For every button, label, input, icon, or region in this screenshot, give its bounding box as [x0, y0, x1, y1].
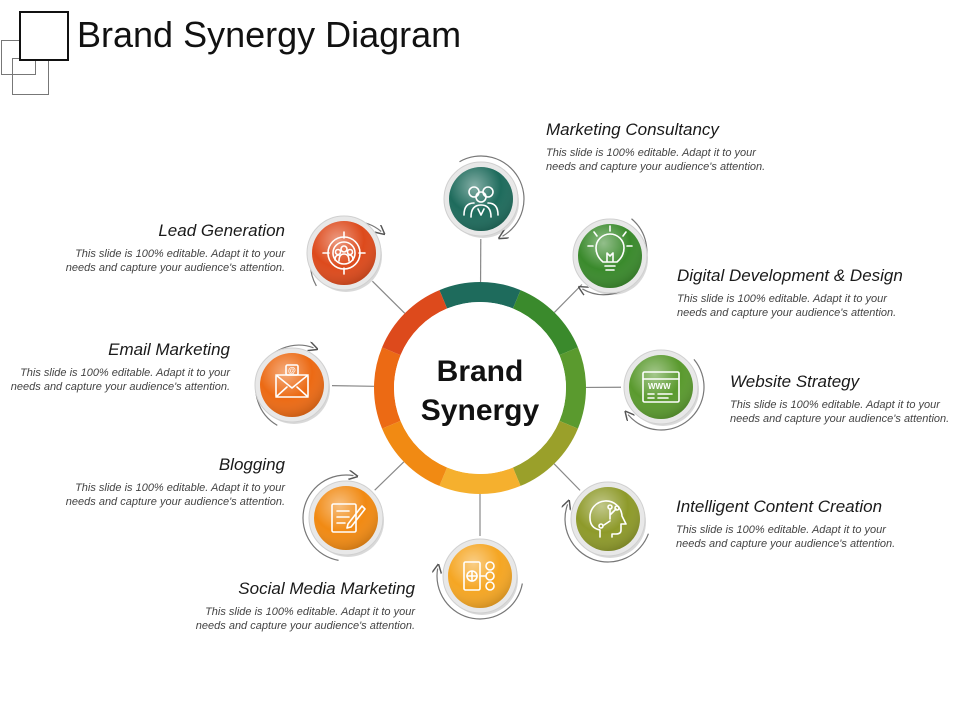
item-description: This slide is 100% editable. Adapt it to…: [65, 482, 285, 508]
cycle-arrow: [437, 569, 523, 620]
label-marketing-consultancy: Marketing Consultancy This slide is 100%…: [546, 120, 766, 174]
item-description: This slide is 100% editable. Adapt it to…: [65, 248, 285, 274]
item-title: Website Strategy: [730, 372, 860, 391]
cycle-arrow: [459, 155, 525, 236]
label-blogging: Blogging This slide is 100% editable. Ad…: [65, 455, 285, 509]
label-digital-development: Digital Development & Design This slide …: [677, 266, 903, 320]
svg-text:@: @: [288, 366, 296, 375]
node-gloss: [260, 353, 324, 417]
item-nodes: WWW @: [254, 155, 705, 620]
team-icon: [463, 186, 499, 218]
ring-segment: [374, 347, 401, 429]
hub-line-1: Brand: [436, 355, 524, 388]
node-gloss: [449, 167, 513, 231]
ring-segment: [382, 420, 448, 486]
ring-segment: [439, 282, 521, 309]
connector-digital-development: [553, 284, 583, 313]
node-digital-development: [572, 218, 648, 295]
node-gloss: [629, 355, 693, 419]
node-gloss: [576, 487, 640, 551]
node-marketing-consultancy: [443, 155, 525, 238]
item-description: This slide is 100% editable. Adapt it to…: [10, 367, 230, 393]
item-title: Digital Development & Design: [677, 266, 903, 285]
lightbulb-icon: [587, 225, 633, 271]
item-description: This slide is 100% editable. Adapt it to…: [546, 147, 766, 173]
item-title: Email Marketing: [108, 340, 230, 359]
target-users-icon: [322, 231, 366, 275]
item-title: Intelligent Content Creation: [676, 497, 883, 516]
label-social-media: Social Media Marketing This slide is 100…: [195, 579, 415, 633]
brain-circuit-icon: [589, 500, 627, 538]
cycle-arrow: [565, 504, 649, 563]
ring-segment: [512, 420, 578, 486]
phone-globe-icon: [463, 561, 495, 591]
connector-lines: [331, 238, 622, 536]
node-gloss: [314, 486, 378, 550]
hub-label: Brand Synergy: [400, 331, 560, 451]
ring-segment: [512, 290, 578, 356]
pen-notepad-icon: [331, 503, 366, 533]
node-email-marketing: @: [254, 345, 330, 426]
item-title: Social Media Marketing: [238, 579, 415, 598]
connector-email-marketing: [331, 385, 375, 387]
item-description: This slide is 100% editable. Adapt it to…: [195, 606, 415, 632]
item-description: This slide is 100% editable. Adapt it to…: [677, 293, 897, 319]
connector-lead-generation: [371, 280, 406, 314]
node-blogging: [302, 475, 384, 561]
page-title: Brand Synergy Diagram: [77, 14, 462, 55]
ring-segment: [559, 347, 586, 429]
hub-line-2: Synergy: [420, 394, 540, 427]
hub-ring: [374, 282, 586, 494]
label-website-strategy: Website Strategy This slide is 100% edit…: [730, 372, 950, 426]
connector-blogging: [374, 461, 405, 491]
connector-intelligent-content: [553, 463, 581, 491]
node-social-media: [437, 538, 523, 620]
node-gloss: [312, 221, 376, 285]
envelope-at-icon: @: [275, 364, 309, 398]
cycle-arrow: [628, 358, 705, 431]
decor-square-large: [19, 11, 69, 61]
ring-segment: [382, 290, 448, 356]
node-intelligent-content: [565, 481, 649, 563]
svg-text:WWW: WWW: [648, 382, 671, 391]
cycle-arrow: [302, 475, 353, 561]
label-intelligent-content: Intelligent Content Creation This slide …: [676, 497, 896, 551]
node-website-strategy: WWW: [623, 349, 705, 431]
item-title: Marketing Consultancy: [546, 120, 719, 139]
browser-www-icon: WWW: [642, 371, 680, 403]
item-title: Lead Generation: [158, 221, 285, 240]
label-email-marketing: Email Marketing This slide is 100% edita…: [10, 340, 230, 394]
ring-segment: [439, 467, 521, 494]
item-description: This slide is 100% editable. Adapt it to…: [676, 524, 896, 550]
hub-center: [394, 302, 566, 474]
label-lead-generation: Lead Generation This slide is 100% edita…: [65, 221, 285, 275]
item-title: Blogging: [218, 455, 285, 474]
item-description: This slide is 100% editable. Adapt it to…: [730, 399, 950, 425]
node-lead-generation: [306, 215, 382, 292]
